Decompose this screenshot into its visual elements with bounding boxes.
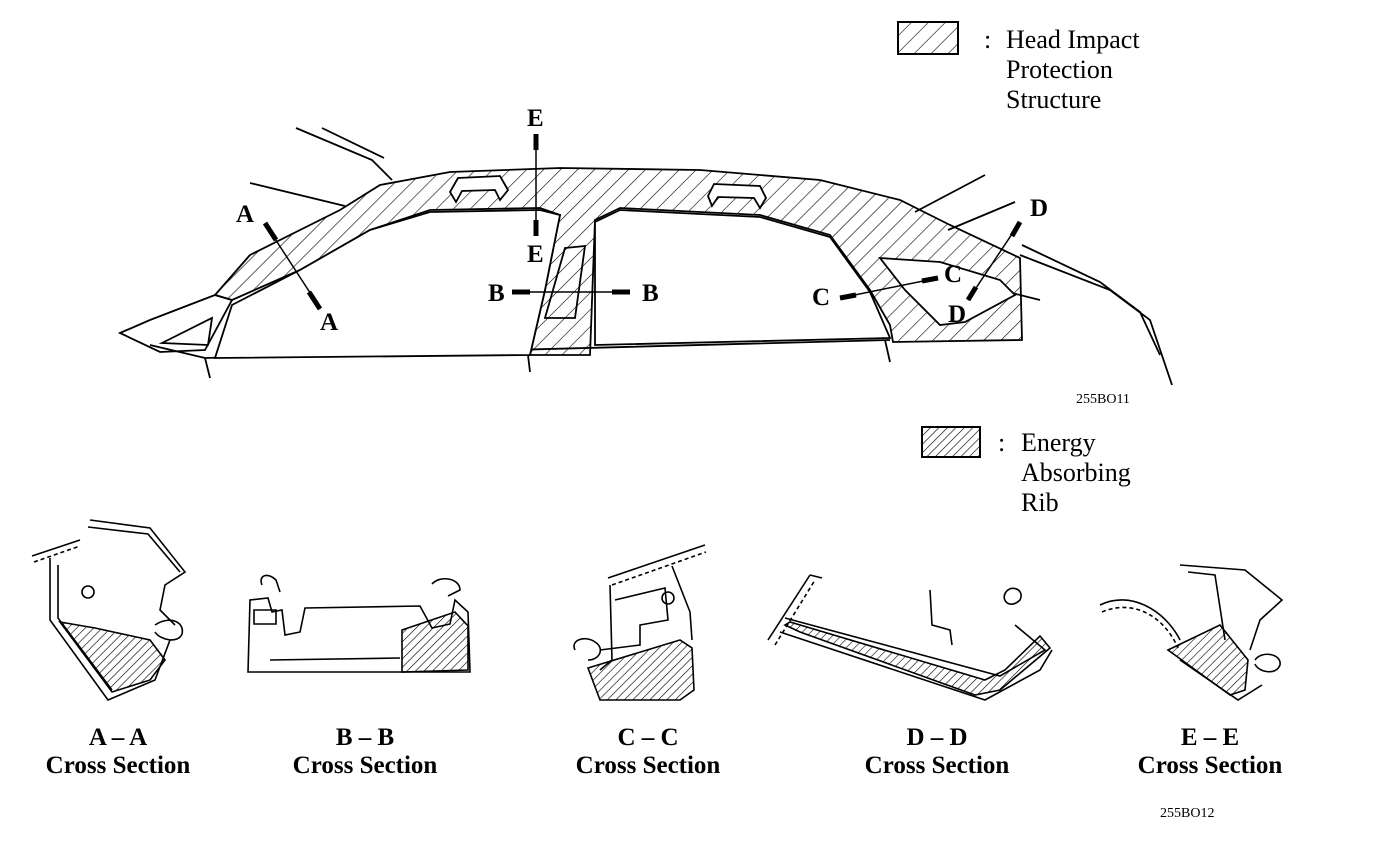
section-label-c: C [944, 261, 962, 288]
legend-label-line: Protection [1006, 55, 1113, 84]
figure-code-bottom: 255BO12 [1160, 806, 1214, 821]
legend-swatch-head-impact [897, 21, 959, 55]
section-markers: A A B B C C D D E E [236, 105, 1048, 336]
section-label-e: E [527, 241, 544, 268]
section-label-d: D [1030, 195, 1048, 222]
legend-label-line: Absorbing [1021, 458, 1131, 487]
section-label-e: E [527, 105, 544, 132]
section-label-b: B [488, 280, 505, 307]
section-label-b: B [642, 280, 659, 307]
legend-colon: : [998, 428, 1005, 457]
cross-section-captions: A – A Cross Section B – B Cross Section … [46, 724, 1283, 779]
legend-label-line: Head Impact [1006, 25, 1140, 54]
legend-swatch-energy-rib [921, 426, 981, 458]
cross-section-subtitle: Cross Section [865, 752, 1010, 779]
cross-section-c-drawing [573, 544, 707, 701]
cross-section-subtitle: Cross Section [1138, 752, 1283, 779]
cross-section-title: C – C [617, 724, 678, 751]
cross-section-subtitle: Cross Section [293, 752, 438, 779]
cross-section-e-drawing [1099, 564, 1284, 701]
figure-code-top: 255BO11 [1076, 392, 1130, 407]
cross-section-title: E – E [1181, 724, 1239, 751]
cross-section-subtitle: Cross Section [576, 752, 721, 779]
cross-section-d-drawing [767, 574, 1053, 701]
cross-section-title: B – B [336, 724, 394, 751]
section-label-a: A [236, 201, 254, 228]
cross-section-title: A – A [89, 724, 147, 751]
legend-label-line: Structure [1006, 85, 1101, 114]
legend-colon: : [984, 25, 991, 54]
cross-section-subtitle: Cross Section [46, 752, 191, 779]
legend-head-impact: : Head Impact Protection Structure [897, 21, 1140, 114]
head-impact-structure [213, 167, 1023, 359]
cross-section-b-drawing [247, 574, 471, 673]
legend-label-line: Energy [1021, 428, 1096, 457]
section-label-c: C [812, 284, 830, 311]
legend-energy-rib: : Energy Absorbing Rib [921, 426, 1131, 517]
section-label-a: A [320, 309, 338, 336]
cross-section-title: D – D [906, 724, 967, 751]
section-line-c [839, 277, 939, 299]
cross-section-a-drawing [31, 519, 187, 701]
section-label-d: D [948, 301, 966, 328]
legend-label-line: Rib [1021, 488, 1059, 517]
